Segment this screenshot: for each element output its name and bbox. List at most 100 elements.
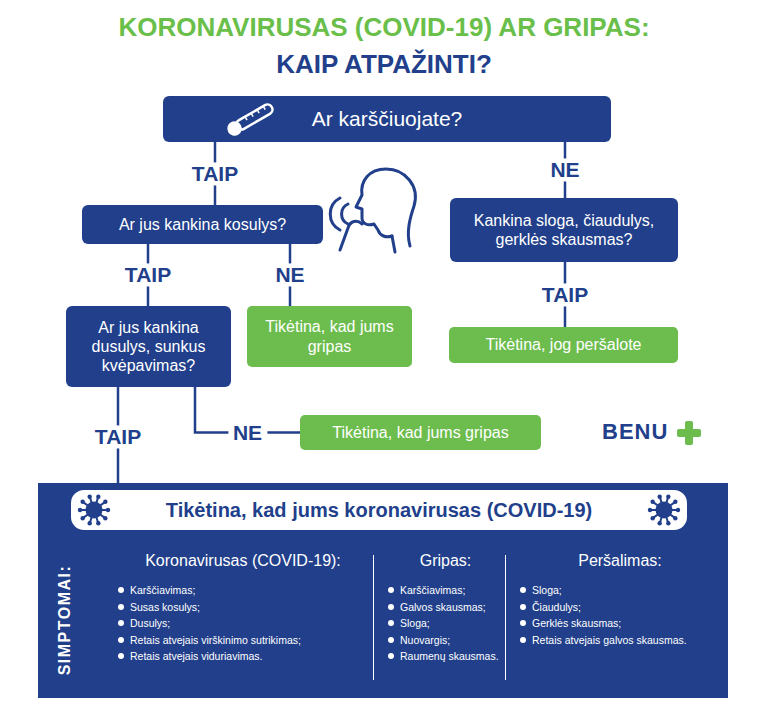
symptom-row: Dusulys; [118,615,368,632]
bullet-icon [388,620,394,626]
virus-spike-tip [657,494,661,498]
symptom-row: Karščiavimas; [388,582,503,599]
edge-label: NE [545,158,584,181]
virus-spike-tip [673,516,677,520]
symptom-text: Karščiavimas; [130,582,195,599]
virus-spike-tip [676,508,680,512]
decision-box: Kankina sloga, čiaudulys, gerklės skausm… [450,198,678,262]
result-box: Tikėtina, kad jums gripas [247,306,412,367]
node-text: Tikėtina, jog peršalote [486,335,642,354]
bullet-icon [118,587,124,593]
edge-label: TAIP [187,162,243,185]
coughing-person-icon [330,169,415,252]
bullet-icon [520,587,526,593]
node-text: Ar karščiuojate? [312,106,463,131]
result-box: Tikėtina, kad jums gripas [300,415,541,450]
virus-spike-tip [648,508,652,512]
brand-name: BENU [602,420,668,444]
symptom-row: Karščiavimas; [118,582,368,599]
subtitle: KAIP ATPAŽINTI? [0,49,768,80]
node-text: Kankina sloga, čiaudulys, gerklės skausm… [458,211,670,249]
bullet-icon [118,604,124,610]
symptom-panel: SIMPTOMAI: Koronavirusas (COVID-19): Karšč… [38,483,728,698]
column-divider [505,555,506,680]
node-text: Ar jus kankina kosulys? [119,215,286,234]
symptom-row: Sloga; [388,615,503,632]
edge-label: TAIP [120,263,176,286]
cross-bar [677,429,701,437]
bullet-icon [118,620,124,626]
symptom-column: Koronavirusas (COVID-19): Karščiavimas;Su… [118,551,368,665]
decision-box: Ar jus kankina dusulys, sunkus kvėpavima… [66,306,231,387]
virus-core [656,502,673,519]
node-text: Tikėtina, kad jums gripas [255,317,404,355]
virus-spike-tip [673,500,677,504]
edge-label: TAIP [537,283,593,306]
symptom-row: Čiaudulys; [520,599,720,616]
node-text: Tikėtina, kad jums koronavirusas (COVID-… [166,498,592,522]
title: KORONAVIRUSAS (COVID-19) AR GRIPAS: [0,12,768,43]
thermometer-tick [251,113,253,116]
symptom-text: Čiaudulys; [532,599,581,616]
virus-spike-tip [80,516,84,520]
symptom-row: Gerklės skausmas; [520,615,720,632]
virus-spike-tip [103,516,107,520]
virus-spike-tip [96,494,100,498]
virus-icon [77,493,111,527]
decision-box: Ar karščiuojate? [163,96,611,142]
symptom-row: Sloga; [520,582,720,599]
cough-wave [342,204,348,224]
virus-spike-tip [657,521,661,525]
virus-spike-tip [666,521,670,525]
symptom-text: Retais atvejais virškinimo sutrikimas; [130,632,301,649]
virus-spike-tip [106,508,110,512]
bullet-icon [520,620,526,626]
thermometer-icon [223,100,279,138]
panel-heading: SIMPTOMAI: [55,565,74,676]
symptom-row: Nuovargis; [388,632,503,649]
symptom-row: Susas kosulys; [118,599,368,616]
brand-cross-icon [677,421,701,445]
hand-outline [340,221,362,250]
virus-spike-tip [87,521,91,525]
symptom-text: Gerklės skausmas; [532,615,621,632]
symptom-text: Retais atvejais galvos skausmas. [532,632,687,649]
symptom-text: Dusulys; [130,615,170,632]
symptom-row: Raumenų skausmas. [388,648,503,665]
virus-spike-tip [650,500,654,504]
bullet-icon [118,653,124,659]
symptom-row: Galvos skausmas; [388,599,503,616]
column-heading: Koronavirusas (COVID-19): [145,552,341,569]
edge-label: NE [228,421,267,444]
bullet-icon [388,637,394,643]
bullet-icon [520,637,526,643]
bullet-icon [520,604,526,610]
symptom-text: Retais atvejais viduriavimas. [130,648,262,665]
virus-shape [78,494,110,525]
decision-box: Ar jus kankina kosulys? [82,205,323,244]
result-box: Tikėtina, jog peršalote [449,327,678,363]
symptom-text: Karščiavimas; [400,582,465,599]
virus-spike-tip [650,516,654,520]
column-divider [373,555,374,680]
symptom-text: Galvos skausmas; [400,599,486,616]
edge-label: NE [270,263,309,286]
symptom-row: Retais atvejais virškinimo sutrikimas; [118,632,368,649]
symptom-text: Nuovargis; [400,632,450,649]
virus-spike-tip [103,500,107,504]
column-heading-row: Peršalimas: [520,551,720,570]
symptom-column: Gripas:Karščiavimas;Galvos skausmas;Slog… [388,551,503,665]
neck-line [392,236,395,252]
symptom-text: Raumenų skausmas. [400,648,499,665]
virus-spike-tip [78,508,82,512]
thermometer-body [226,102,274,137]
cough-wave [330,198,340,230]
symptom-text: Sloga; [400,615,430,632]
virus-spike-tip [87,494,91,498]
head-outline [356,169,415,246]
column-heading-row: Koronavirusas (COVID-19): [118,551,368,570]
virus-shape [648,494,680,525]
virus-spike-tip [666,494,670,498]
column-heading: Peršalimas: [578,552,662,569]
edge-label: TAIP [90,425,146,448]
